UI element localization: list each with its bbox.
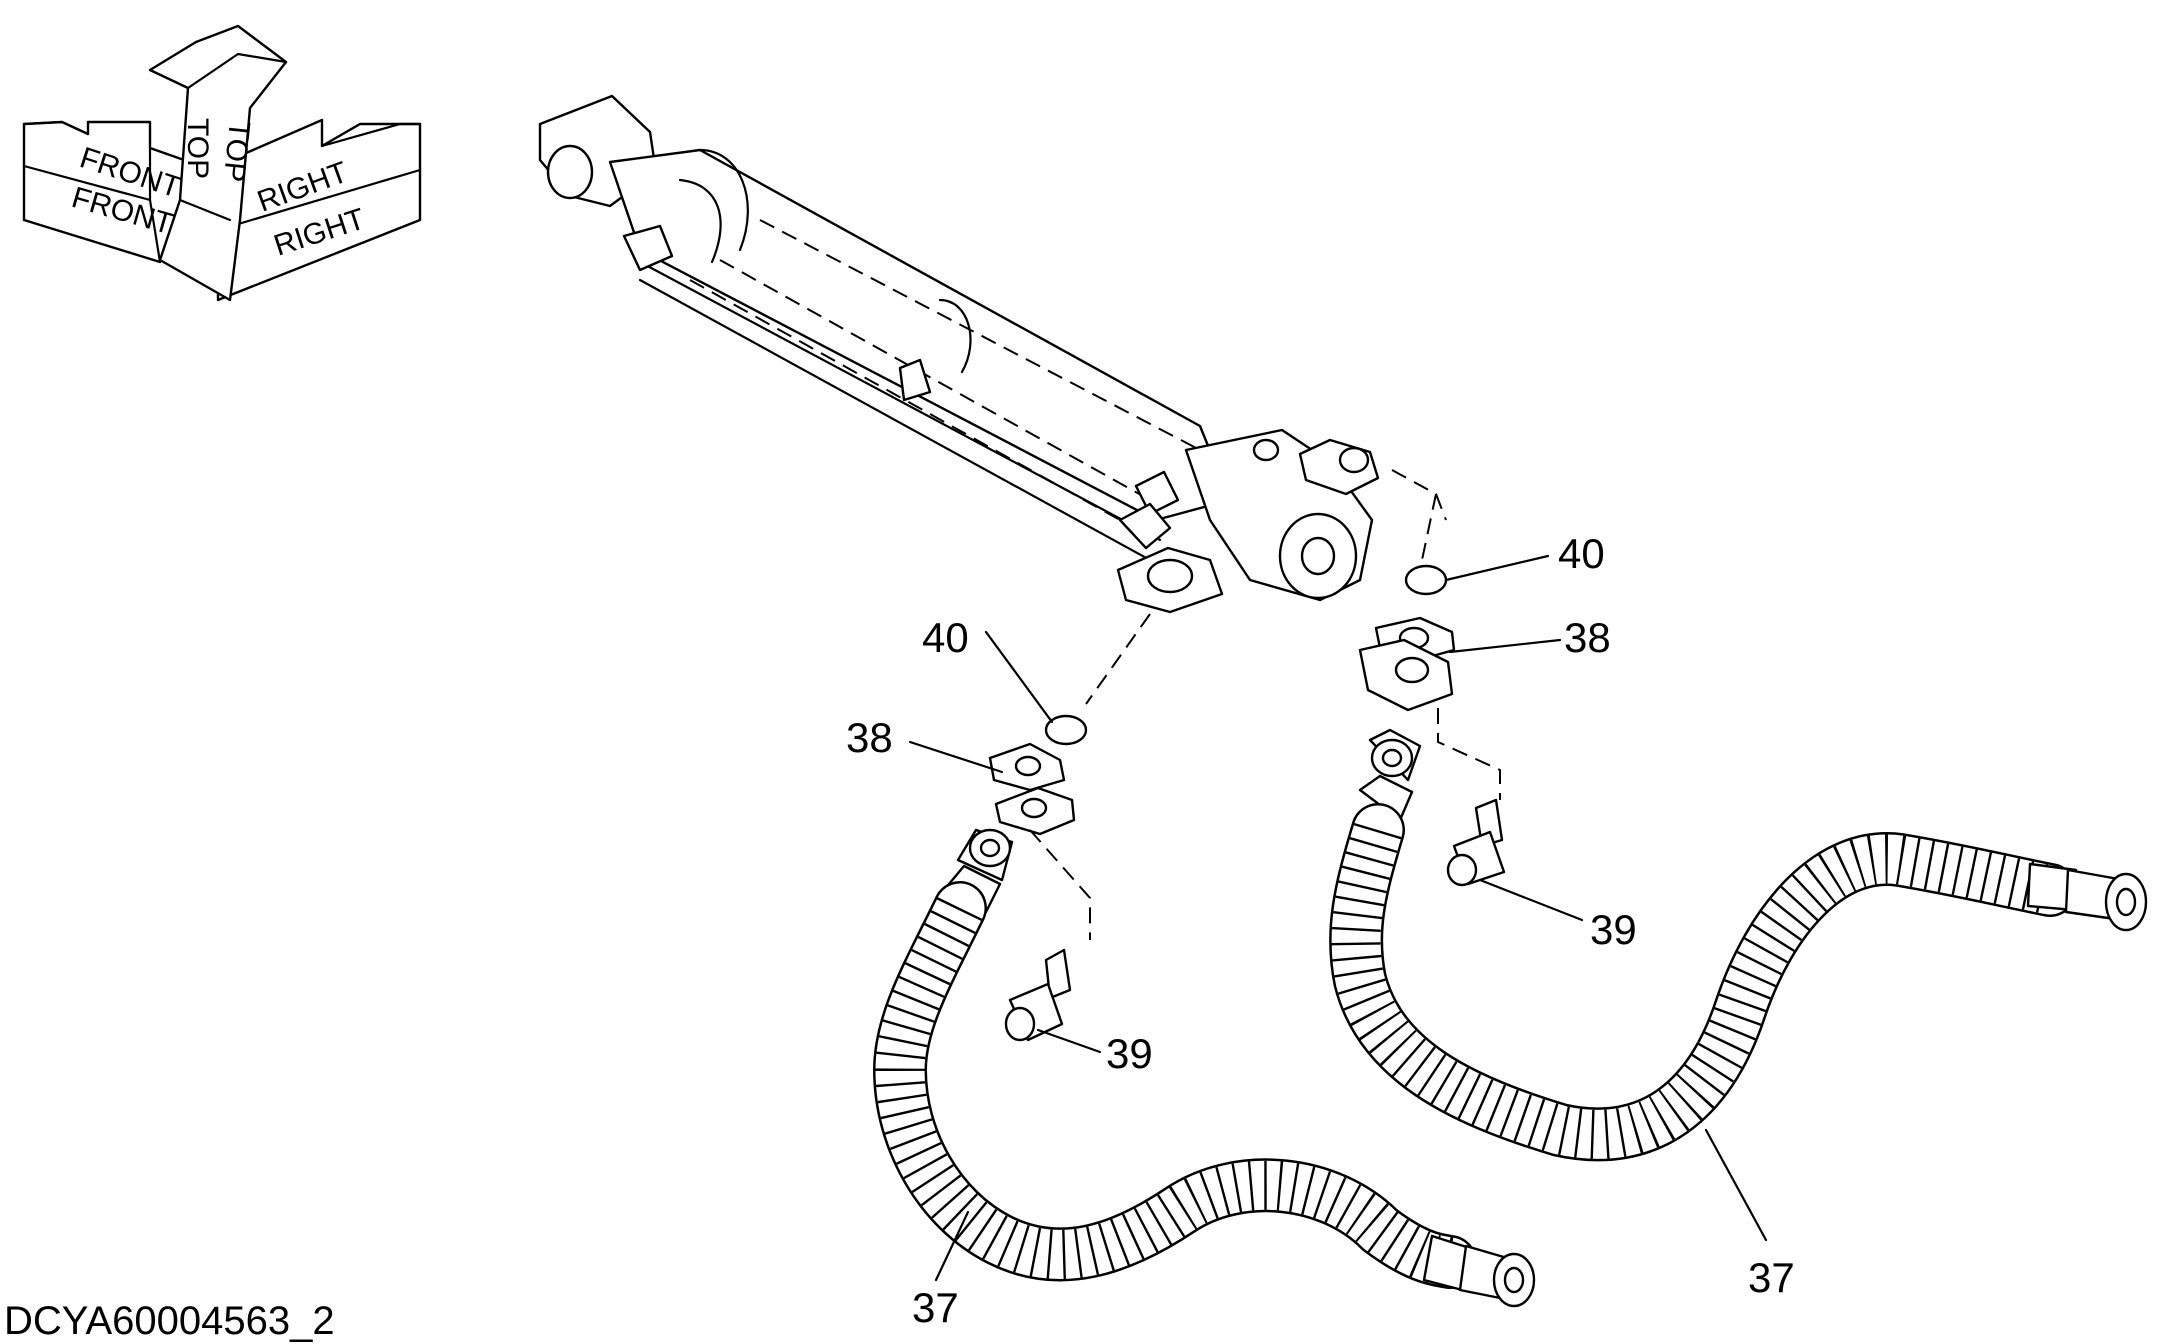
o-ring-right [1404, 564, 1448, 596]
o-ring-left [1044, 714, 1088, 746]
split-flange-right [1358, 616, 1456, 712]
orientation-top-label-shadow: TOP [217, 119, 256, 183]
bolt-right [1437, 708, 1506, 887]
callout-38-right: 38 [1564, 614, 1611, 661]
drawing-id: DCYA60004563_2 [4, 1299, 335, 1343]
callout-39-left: 39 [1106, 1030, 1153, 1077]
leader-lines [908, 554, 1768, 1282]
hose-assembly-left [873, 828, 1536, 1308]
callout-39-right: 39 [1590, 906, 1637, 953]
split-flange-left [988, 742, 1076, 836]
callout-40-right: 40 [1558, 530, 1605, 577]
hydraulic-cylinder [538, 94, 1380, 614]
assembly-line-right [1391, 469, 1447, 561]
orientation-top-label: TOP [181, 118, 214, 179]
assembly-line-left [1085, 613, 1151, 705]
callout-38-left: 38 [846, 714, 893, 761]
orientation-symbol: TOP TOP FRONT FRONT RIGHT RIGHT [22, 24, 422, 302]
bolt-left [1004, 829, 1091, 1042]
callout-37-right: 37 [1748, 1254, 1795, 1301]
hose-assembly-right [1329, 728, 2148, 1162]
callout-40-left: 40 [922, 614, 969, 661]
callout-37-left: 37 [912, 1284, 959, 1331]
